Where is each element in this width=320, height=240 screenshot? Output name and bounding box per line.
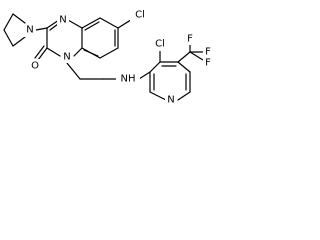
atom-labels: Cl N N N O NH Cl N F F F bbox=[24, 8, 214, 107]
chemical-structure-diagram: Cl N N N O NH Cl N F F F bbox=[3, 8, 214, 107]
atom-f-top: F bbox=[187, 34, 193, 45]
atom-n-upper: N bbox=[59, 15, 66, 26]
atom-n-pyridine: N bbox=[167, 95, 174, 106]
atom-n-lower: N bbox=[63, 52, 70, 63]
atom-n-pyrrolidine: N bbox=[26, 25, 33, 36]
atom-o-carbonyl: O bbox=[31, 61, 39, 72]
atom-cl-pyridine: Cl bbox=[155, 39, 165, 50]
atom-cl-benzo: Cl bbox=[135, 10, 145, 21]
atom-nh: NH bbox=[121, 74, 136, 85]
atom-f-mid: F bbox=[205, 47, 211, 58]
atom-f-low: F bbox=[205, 58, 211, 69]
